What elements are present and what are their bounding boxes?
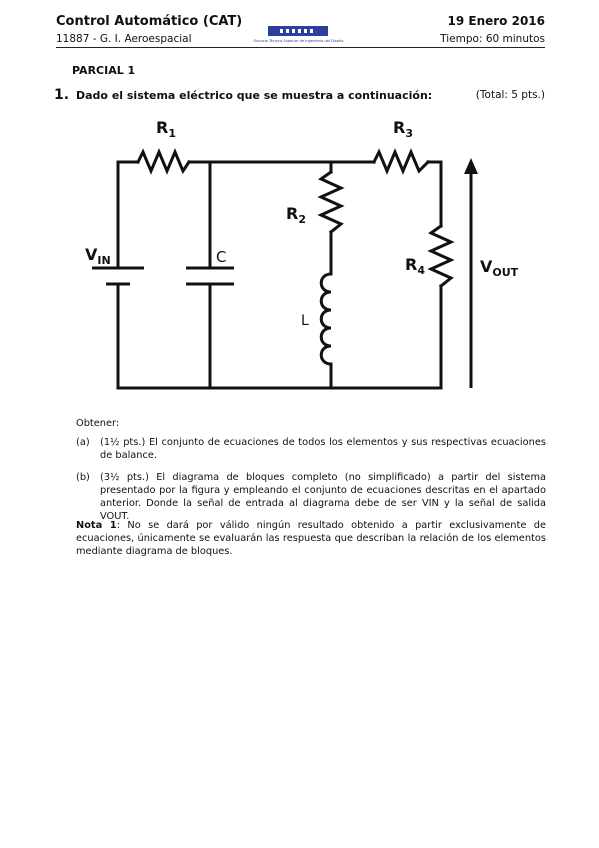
- label-r3: R3: [393, 118, 413, 140]
- course-code: 11887 - G. I. Aeroespacial: [56, 33, 192, 45]
- label-l: L: [301, 313, 309, 329]
- task-a: (a) (1½ pts.) El conjunto de ecuaciones …: [76, 436, 546, 464]
- question-total: (Total: 5 pts.): [475, 89, 545, 101]
- label-vin: VIN: [85, 245, 111, 267]
- exam-date: 19 Enero 2016: [447, 14, 546, 28]
- resistor-r2: [317, 169, 345, 235]
- question-text: Dado el sistema eléctrico que se muestra…: [76, 89, 433, 102]
- wire-top-right: [426, 160, 443, 228]
- task-b: (b) (3½ pts.) El diagrama de bloques com…: [76, 471, 546, 522]
- task-a-label: (a): [76, 437, 90, 448]
- task-b-text: (3½ pts.) El diagrama de bloques complet…: [100, 472, 546, 522]
- question-number: 1.: [54, 87, 70, 103]
- task-a-text: (1½ pts.) El conjunto de ecuaciones de t…: [100, 437, 546, 461]
- course-title: Control Automático (CAT): [56, 14, 243, 29]
- label-r2: R2: [286, 204, 306, 226]
- resistor-r4: [427, 223, 455, 289]
- note-label: Nota 1: [76, 520, 117, 531]
- resistor-r1: [135, 148, 192, 175]
- header-rule: [56, 47, 545, 48]
- logo-text: Escuela Técnica Superior de Ingeniería d…: [254, 39, 344, 43]
- vout-arrowhead: [464, 158, 478, 174]
- resistor-r3: [371, 148, 431, 175]
- exam-time: Tiempo: 60 minutos: [440, 33, 545, 45]
- note-1: Nota 1: No se dará por válido ningún res…: [76, 519, 546, 558]
- label-r4: R4: [405, 255, 425, 277]
- label-r1: R1: [156, 118, 176, 140]
- page-header: Control Automático (CAT) 11887 - G. I. A…: [56, 14, 545, 48]
- school-logo: Escuela Técnica Superior de Ingeniería d…: [254, 26, 343, 46]
- tasks-intro: Obtener:: [76, 418, 120, 429]
- note-text: : No se dará por válido ningún resultado…: [76, 520, 546, 557]
- label-vout: VOUT: [480, 257, 519, 279]
- task-b-label: (b): [76, 472, 90, 483]
- section-title: PARCIAL 1: [72, 64, 136, 77]
- inductor-l: [319, 272, 333, 366]
- label-c: C: [216, 248, 226, 266]
- logo-dots: [280, 29, 316, 33]
